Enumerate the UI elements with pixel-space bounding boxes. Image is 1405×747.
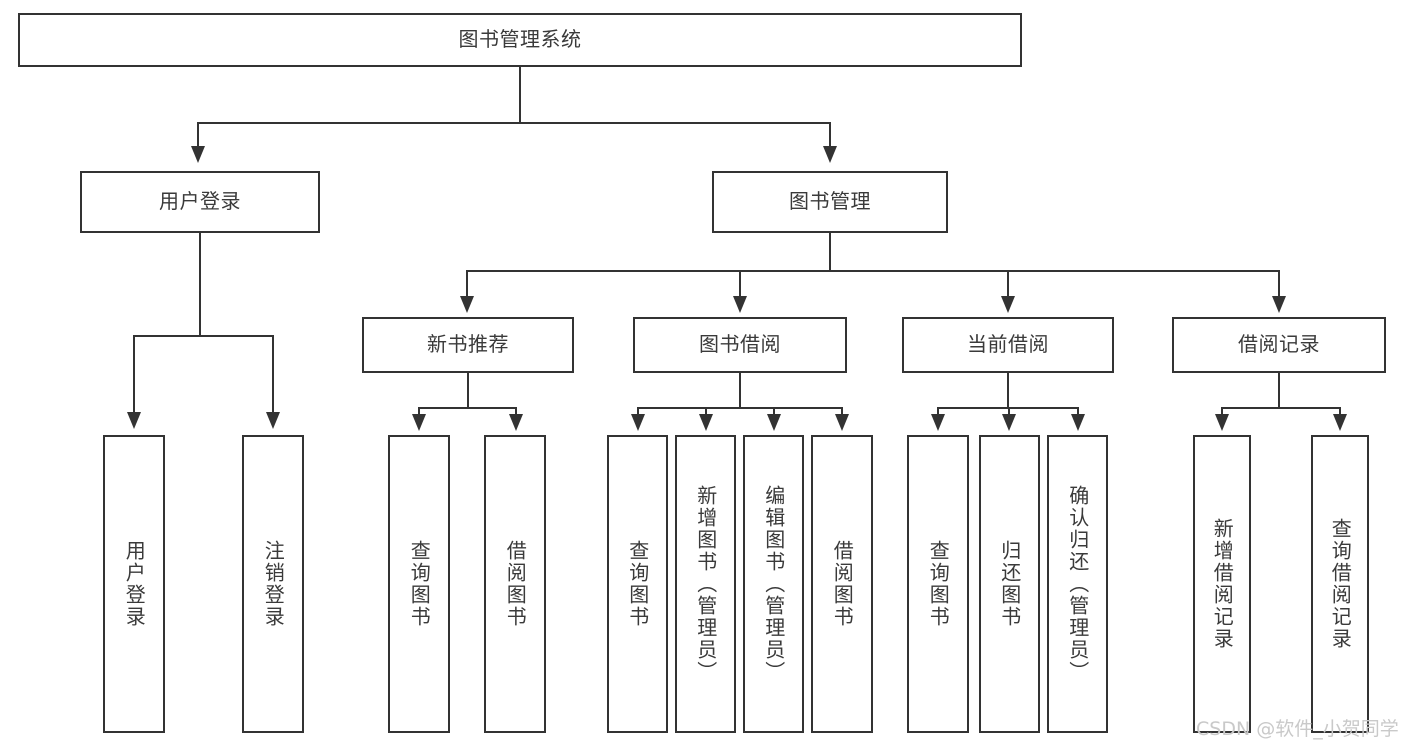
arrow-user-login-to-leaf-2 <box>266 412 280 429</box>
arrow-current-borrow-to-leaf-3 <box>1071 414 1085 431</box>
arrow-book-mgmt-to-l3-4 <box>1272 296 1286 313</box>
arrow-book-borrow-to-leaf-3 <box>767 414 781 431</box>
node-root-system[interactable]: 图书管理系统 <box>18 13 1022 67</box>
node-book-borrow[interactable]: 图书借阅 <box>633 317 847 373</box>
csdn-watermark: CSDN @软件_小贺同学 <box>1196 718 1399 740</box>
arrow-book-mgmt-to-l3-1 <box>460 296 474 313</box>
connector-new-book-bar <box>418 407 517 409</box>
leaf-new-book-query[interactable]: 查询图书 <box>388 435 450 733</box>
node-borrow-record[interactable]: 借阅记录 <box>1172 317 1386 373</box>
connector-user-login-bar <box>133 335 273 337</box>
leaf-new-book-borrow[interactable]: 借阅图书 <box>484 435 546 733</box>
connector-book-borrow-bar <box>637 407 843 409</box>
arrow-book-mgmt-to-l3-3 <box>1001 296 1015 313</box>
node-label: 查询图书 <box>407 540 432 628</box>
arrow-borrow-record-to-leaf-1 <box>1215 414 1229 431</box>
arrow-book-borrow-to-leaf-4 <box>835 414 849 431</box>
leaf-book-borrow-edit[interactable]: 编辑图书（管理员） <box>743 435 804 733</box>
node-label: 借阅图书 <box>503 540 528 628</box>
connector-borrow-record-bar <box>1221 407 1341 409</box>
node-user-login[interactable]: 用户登录 <box>80 171 320 233</box>
arrow-book-mgmt-to-l3-2 <box>733 296 747 313</box>
node-label: 当前借阅 <box>967 332 1049 357</box>
node-label: 查询图书 <box>625 540 650 628</box>
leaf-book-borrow-query[interactable]: 查询图书 <box>607 435 668 733</box>
arrow-book-borrow-to-leaf-1 <box>631 414 645 431</box>
connector-user-login-stem <box>199 233 201 336</box>
node-label: 查询借阅记录 <box>1328 518 1353 650</box>
leaf-user-login-login[interactable]: 用户登录 <box>103 435 165 733</box>
leaf-user-login-logout[interactable]: 注销登录 <box>242 435 304 733</box>
arrow-current-borrow-to-leaf-1 <box>931 414 945 431</box>
leaf-borrow-record-query[interactable]: 查询借阅记录 <box>1311 435 1369 733</box>
connector-book-borrow-stem <box>739 373 741 409</box>
connector-new-book-to-leaf-1 <box>418 407 420 416</box>
node-label: 用户登录 <box>159 189 241 214</box>
arrow-new-book-to-leaf-1 <box>412 414 426 431</box>
node-label: 图书借阅 <box>699 332 781 357</box>
connector-book-borrow-to-leaf-2 <box>705 407 707 416</box>
arrow-borrow-record-to-leaf-2 <box>1333 414 1347 431</box>
node-book-management[interactable]: 图书管理 <box>712 171 948 233</box>
leaf-book-borrow-add[interactable]: 新增图书（管理员） <box>675 435 736 733</box>
connector-root-bar <box>197 122 831 124</box>
connector-new-book-to-leaf-2 <box>515 407 517 416</box>
connector-root-to-user-login <box>197 122 199 148</box>
connector-current-borrow-stem <box>1007 373 1009 409</box>
arrow-root-to-book-mgmt <box>823 146 837 163</box>
node-label: 借阅记录 <box>1238 332 1320 357</box>
leaf-current-borrow-confirm-return[interactable]: 确认归还（管理员） <box>1047 435 1108 733</box>
node-label: 确认归还（管理员） <box>1065 485 1090 683</box>
connector-user-login-to-leaf-2 <box>272 335 274 414</box>
node-label: 图书管理系统 <box>458 27 582 52</box>
connector-user-login-to-leaf-1 <box>133 335 135 414</box>
arrow-user-login-to-leaf-1 <box>127 412 141 429</box>
leaf-borrow-record-add[interactable]: 新增借阅记录 <box>1193 435 1251 733</box>
connector-book-mgmt-bar <box>466 270 1278 272</box>
connector-book-mgmt-to-l3-4 <box>1278 270 1280 298</box>
arrow-root-to-user-login <box>191 146 205 163</box>
node-label: 用户登录 <box>122 540 147 628</box>
connector-borrow-record-to-leaf-1 <box>1221 407 1223 416</box>
leaf-current-borrow-return[interactable]: 归还图书 <box>979 435 1040 733</box>
connector-book-mgmt-to-l3-3 <box>1007 270 1009 298</box>
arrow-new-book-to-leaf-2 <box>509 414 523 431</box>
connector-book-mgmt-stem <box>829 233 831 272</box>
node-current-borrow[interactable]: 当前借阅 <box>902 317 1114 373</box>
arrow-current-borrow-to-leaf-2 <box>1002 414 1016 431</box>
connector-current-borrow-to-leaf-2 <box>1008 407 1010 416</box>
node-label: 新增借阅记录 <box>1210 518 1235 650</box>
node-label: 注销登录 <box>261 540 286 628</box>
connector-current-borrow-bar <box>937 407 1077 409</box>
connector-book-borrow-to-leaf-1 <box>637 407 639 416</box>
connector-book-mgmt-to-l3-1 <box>466 270 468 298</box>
connector-current-borrow-to-leaf-3 <box>1077 407 1079 416</box>
connector-book-borrow-to-leaf-3 <box>773 407 775 416</box>
node-label: 新书推荐 <box>427 332 509 357</box>
connector-current-borrow-to-leaf-1 <box>937 407 939 416</box>
node-label: 新增图书（管理员） <box>693 485 718 683</box>
leaf-current-borrow-query[interactable]: 查询图书 <box>907 435 969 733</box>
node-label: 编辑图书（管理员） <box>761 485 786 683</box>
connector-book-borrow-to-leaf-4 <box>841 407 843 416</box>
leaf-book-borrow-borrow[interactable]: 借阅图书 <box>811 435 873 733</box>
connector-borrow-record-to-leaf-2 <box>1339 407 1341 416</box>
node-label: 查询图书 <box>926 540 951 628</box>
connector-root-stem <box>519 67 521 123</box>
node-label: 归还图书 <box>997 540 1022 628</box>
node-label: 图书管理 <box>789 189 871 214</box>
node-label: 借阅图书 <box>830 540 855 628</box>
connector-borrow-record-stem <box>1278 373 1280 409</box>
arrow-book-borrow-to-leaf-2 <box>699 414 713 431</box>
connector-root-to-book-mgmt <box>829 122 831 148</box>
connector-new-book-stem <box>467 373 469 409</box>
connector-book-mgmt-to-l3-2 <box>739 270 741 298</box>
node-new-book-recommend[interactable]: 新书推荐 <box>362 317 574 373</box>
